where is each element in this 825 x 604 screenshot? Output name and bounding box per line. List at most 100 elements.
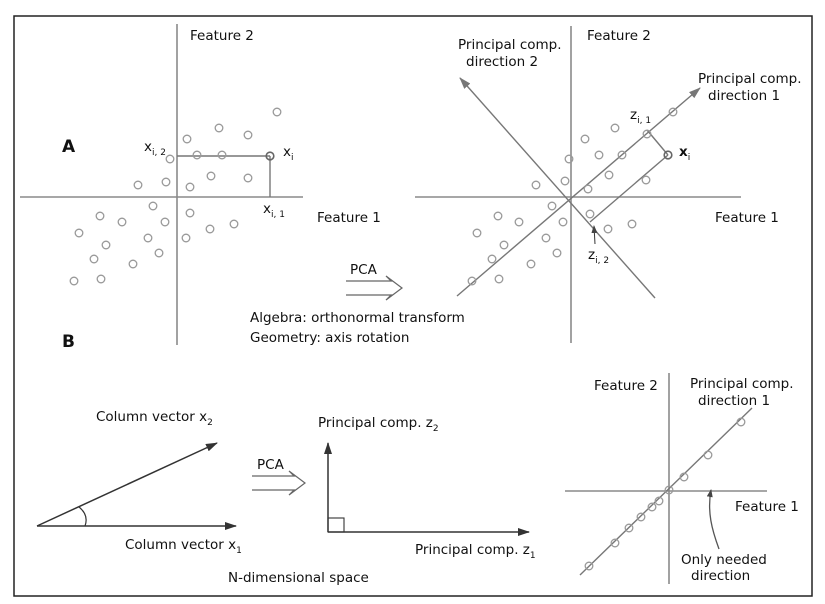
panel-a-right-plot: Feature 2 Feature 1 Principal comp. dire… xyxy=(415,26,802,343)
projection-line-z2 xyxy=(589,154,669,223)
data-point xyxy=(560,176,570,186)
pc-direction-2-label-line2: direction 2 xyxy=(466,54,538,70)
data-point xyxy=(604,170,614,180)
principal-direction-1-axis xyxy=(456,87,701,297)
data-point xyxy=(636,512,646,522)
data-point xyxy=(205,224,215,234)
column-vector-x1-label: Column vector x1 xyxy=(125,537,242,556)
data-point xyxy=(192,150,202,160)
data-point xyxy=(243,130,253,140)
pca-transform-arrow-a: PCA xyxy=(346,262,403,301)
xi1-label: xi, 1 xyxy=(263,201,285,220)
xi2-label: xi, 2 xyxy=(144,139,166,158)
principal-comp-z2-label: Principal comp. z2 xyxy=(318,415,439,434)
zi1-label: zi, 1 xyxy=(630,107,651,126)
feature1-label: Feature 1 xyxy=(735,499,799,515)
data-point xyxy=(272,107,282,117)
xi-label: xi xyxy=(283,144,294,163)
panel-a-letter: A xyxy=(62,137,76,157)
pc-direction-1-label-line2: direction 1 xyxy=(708,88,780,104)
principal-direction-2-axis xyxy=(459,77,656,299)
feature1-label: Feature 1 xyxy=(317,210,381,226)
data-point xyxy=(467,276,477,286)
n-dimensional-space-label: N-dimensional space xyxy=(228,570,369,586)
data-point xyxy=(494,274,504,284)
data-point xyxy=(624,523,634,533)
data-point xyxy=(541,233,551,243)
data-point xyxy=(487,254,497,264)
only-needed-direction-label: Only needed xyxy=(681,552,767,568)
data-point xyxy=(143,233,153,243)
pc-direction-1-label: Principal comp. xyxy=(698,71,802,87)
only-needed-direction-label-line2: direction xyxy=(691,568,750,584)
data-point xyxy=(182,134,192,144)
pc-direction-2-label: Principal comp. xyxy=(458,37,562,53)
data-point xyxy=(585,209,595,219)
data-point xyxy=(668,107,678,117)
data-point xyxy=(564,154,574,164)
data-point xyxy=(679,472,689,482)
data-point xyxy=(514,217,524,227)
pca-arrow-label-b: PCA xyxy=(257,457,285,473)
data-point xyxy=(243,173,253,183)
data-point xyxy=(69,276,79,286)
data-point xyxy=(185,182,195,192)
data-point xyxy=(89,254,99,264)
data-point xyxy=(133,180,143,190)
feature2-label: Feature 2 xyxy=(190,28,254,44)
data-point xyxy=(165,154,175,164)
data-point xyxy=(610,123,620,133)
data-point xyxy=(642,129,652,139)
data-point-xi xyxy=(265,151,275,161)
data-point xyxy=(148,201,158,211)
only-needed-direction-pointer xyxy=(706,489,720,550)
data-point xyxy=(552,248,562,258)
data-point xyxy=(558,217,568,227)
data-point xyxy=(703,450,713,460)
figure-frame xyxy=(13,15,813,597)
panel-b-right-plot: Feature 2 Feature 1 Principal comp. dire… xyxy=(565,373,799,584)
data-point xyxy=(594,150,604,160)
data-point xyxy=(117,217,127,227)
data-point xyxy=(160,217,170,227)
data-point xyxy=(217,150,227,160)
data-point xyxy=(214,123,224,133)
feature2-label: Feature 2 xyxy=(587,28,651,44)
data-point xyxy=(74,228,84,238)
zi2-label: zi, 2 xyxy=(588,247,609,266)
xi-label: xi xyxy=(679,144,690,163)
caption-geometry: Geometry: axis rotation xyxy=(250,330,409,346)
data-point xyxy=(154,248,164,258)
feature2-label: Feature 2 xyxy=(594,378,658,394)
scatter-points-right xyxy=(467,107,678,286)
data-point xyxy=(736,417,746,427)
data-point xyxy=(641,175,651,185)
principal-components: Principal comp. z2 Principal comp. z1 xyxy=(318,415,536,561)
panel-b-letter: B xyxy=(62,332,75,352)
column-vectors: Column vector x2 Column vector x1 xyxy=(36,409,242,556)
data-point xyxy=(95,211,105,221)
data-point xyxy=(583,184,593,194)
data-point xyxy=(101,240,111,250)
collinear-points xyxy=(584,417,746,571)
angle-arc xyxy=(78,506,87,527)
data-point xyxy=(531,180,541,190)
feature1-label: Feature 1 xyxy=(715,210,779,226)
data-point xyxy=(547,201,557,211)
panel-a-left-plot: Feature 2 Feature 1 xi, 2 xi xi, 1 xyxy=(20,24,381,345)
caption-algebra: Algebra: orthonormal transform xyxy=(250,310,465,326)
data-point xyxy=(96,274,106,284)
data-point-xi xyxy=(663,150,673,160)
data-point xyxy=(647,502,657,512)
data-point xyxy=(603,224,613,234)
data-point xyxy=(654,496,664,506)
pca-transform-arrow-b: PCA xyxy=(252,457,306,496)
column-vector-x2 xyxy=(36,442,218,527)
data-point xyxy=(580,134,590,144)
data-point xyxy=(161,177,171,187)
data-point xyxy=(526,259,536,269)
data-point xyxy=(128,259,138,269)
data-point xyxy=(206,171,216,181)
data-point xyxy=(493,211,503,221)
